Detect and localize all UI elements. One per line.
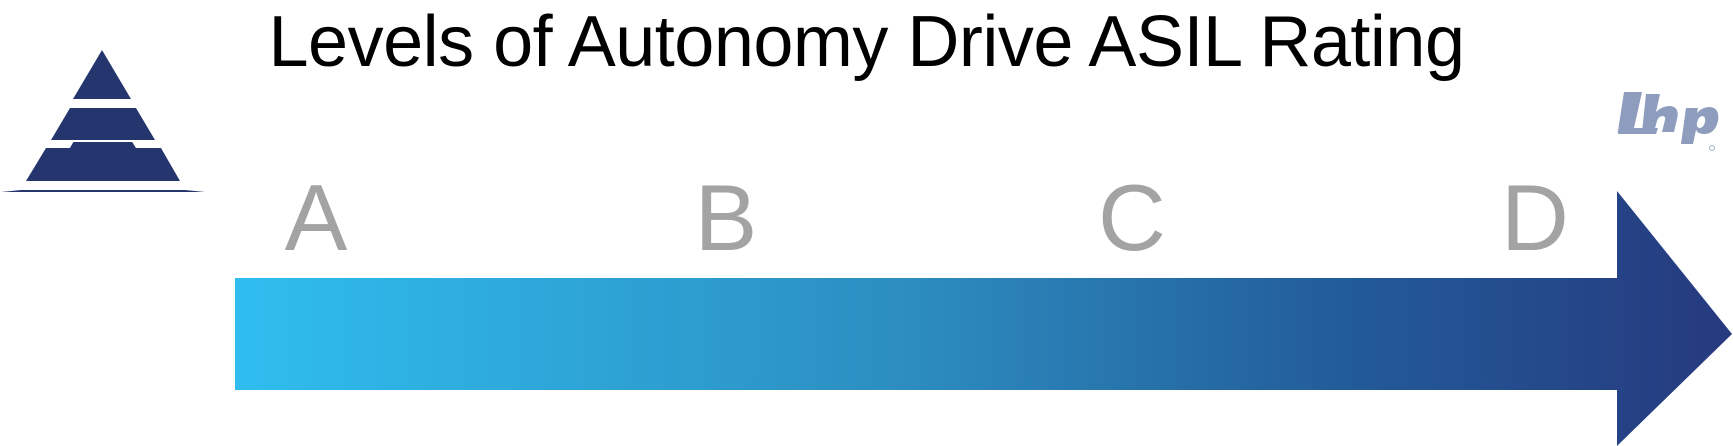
lhp-logo-icon bbox=[1617, 92, 1719, 151]
rating-d: D bbox=[1501, 165, 1569, 270]
page-title: Levels of Autonomy Drive ASIL Rating bbox=[268, 2, 1465, 82]
pyramid-tier-1 bbox=[73, 50, 131, 99]
pyramid-base bbox=[66, 142, 140, 154]
rating-b: B bbox=[694, 165, 758, 270]
pyramid-tier-4 bbox=[1, 190, 205, 192]
rating-a: A bbox=[284, 165, 348, 270]
arrow-shape bbox=[235, 191, 1732, 446]
stacked-pyramid-icon bbox=[1, 50, 205, 192]
pyramid-tier-3 bbox=[26, 148, 180, 181]
pyramid-tier-2 bbox=[51, 108, 155, 140]
rating-c: C bbox=[1098, 165, 1166, 270]
